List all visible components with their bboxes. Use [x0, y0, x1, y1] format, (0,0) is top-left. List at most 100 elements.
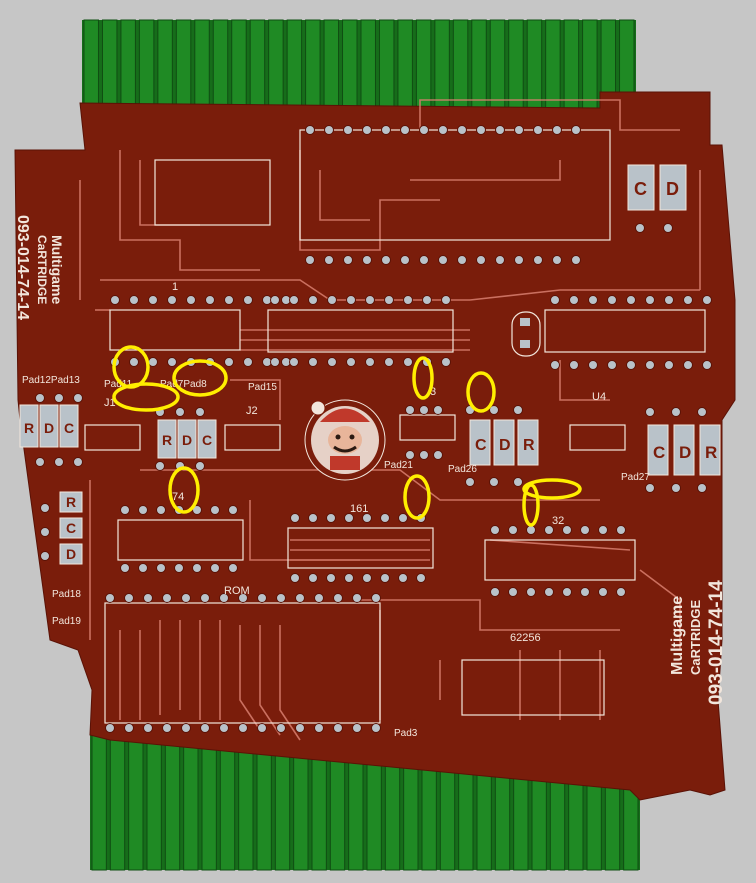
connector-finger: [471, 19, 487, 111]
chip-u4b: [569, 424, 626, 451]
through-hole-pad: [552, 125, 562, 135]
chip-32: [484, 539, 636, 581]
connector-finger: [219, 734, 236, 871]
connector-finger: [175, 19, 192, 111]
through-hole-pad: [384, 295, 394, 305]
highlight-chip3: [412, 356, 434, 400]
through-hole-pad: [200, 723, 210, 733]
through-hole-pad: [533, 255, 543, 265]
through-hole-pad: [465, 477, 475, 487]
through-hole-pad: [346, 295, 356, 305]
through-hole-pad: [40, 527, 50, 537]
label-pad-left-group: Pad12Pad13: [22, 375, 80, 386]
through-hole-pad: [308, 357, 318, 367]
through-hole-pad: [405, 405, 415, 415]
through-hole-pad: [371, 593, 381, 603]
label-d-right: D: [679, 443, 691, 462]
through-hole-pad: [289, 357, 299, 367]
connector-finger: [360, 19, 376, 111]
through-hole-pad: [514, 125, 524, 135]
through-hole-pad: [671, 407, 681, 417]
highlight-74: [168, 466, 200, 514]
top-edge-connector: [82, 19, 636, 111]
label-chip-161: 161: [350, 503, 368, 515]
connector-finger: [101, 19, 118, 111]
through-hole-pad: [457, 255, 467, 265]
through-hole-pad: [380, 573, 390, 583]
through-hole-pad: [120, 505, 130, 515]
connector-finger: [397, 19, 413, 111]
label-pad27: Pad27: [621, 472, 650, 483]
through-hole-pad: [422, 295, 432, 305]
through-hole-pad: [569, 360, 579, 370]
label-d-j2: D: [182, 432, 192, 448]
through-hole-pad: [416, 573, 426, 583]
through-hole-pad: [398, 573, 408, 583]
through-hole-pad: [635, 223, 645, 233]
label-d-u4: D: [499, 437, 511, 454]
through-hole-pad: [192, 563, 202, 573]
through-hole-pad: [124, 593, 134, 603]
highlight-u4: [466, 371, 496, 413]
connector-finger: [212, 19, 229, 111]
connector-finger: [231, 19, 247, 111]
connector-finger: [109, 734, 126, 871]
through-hole-pad: [156, 563, 166, 573]
through-hole-pad: [295, 723, 305, 733]
part-number-left: 093-014-74-14: [14, 215, 31, 320]
through-hole-pad: [400, 125, 410, 135]
label-pad26: Pad26: [448, 464, 477, 475]
label-chip-74: 74: [172, 491, 184, 503]
label-chip-32: 32: [552, 515, 564, 527]
brand-name-left: Multigame: [49, 235, 65, 304]
pads: [35, 125, 712, 733]
through-hole-pad: [526, 525, 536, 535]
connector-finger: [452, 19, 469, 111]
through-hole-pad: [344, 513, 354, 523]
through-hole-pad: [333, 723, 343, 733]
connector-finger: [157, 19, 173, 111]
label-r-j2: R: [162, 432, 172, 448]
through-hole-pad: [35, 393, 45, 403]
chip-rom: [104, 602, 381, 724]
through-hole-pad: [148, 295, 158, 305]
highlight-32: [522, 483, 540, 527]
through-hole-pad: [365, 295, 375, 305]
through-hole-pad: [289, 295, 299, 305]
through-hole-pad: [552, 255, 562, 265]
through-hole-pad: [120, 563, 130, 573]
label-d-topright: D: [666, 179, 679, 199]
label-r-vert: R: [66, 494, 76, 510]
through-hole-pad: [489, 477, 499, 487]
through-hole-pad: [326, 513, 336, 523]
through-hole-pad: [403, 295, 413, 305]
connector-finger: [378, 19, 395, 111]
through-hole-pad: [490, 525, 500, 535]
connector-finger: [434, 19, 450, 111]
through-hole-pad: [664, 360, 674, 370]
through-hole-pad: [490, 587, 500, 597]
through-hole-pad: [186, 295, 196, 305]
through-hole-pad: [362, 513, 372, 523]
through-hole-pad: [419, 450, 429, 460]
through-hole-pad: [73, 393, 83, 403]
connector-finger: [249, 19, 266, 111]
cd-group-top-right: C D: [627, 164, 687, 211]
through-hole-pad: [433, 405, 443, 415]
chip-top-left: [154, 159, 271, 226]
through-hole-pad: [195, 461, 205, 471]
through-hole-pad: [224, 295, 234, 305]
through-hole-pad: [314, 593, 324, 603]
chip-161: [287, 527, 434, 569]
through-hole-pad: [569, 295, 579, 305]
through-hole-pad: [205, 295, 215, 305]
connector-finger: [286, 19, 303, 111]
through-hole-pad: [181, 723, 191, 733]
connector-finger: [342, 19, 358, 111]
through-hole-pad: [441, 357, 451, 367]
through-hole-pad: [419, 405, 429, 415]
through-hole-pad: [148, 357, 158, 367]
through-hole-pad: [210, 563, 220, 573]
through-hole-pad: [533, 125, 543, 135]
through-hole-pad: [327, 295, 337, 305]
